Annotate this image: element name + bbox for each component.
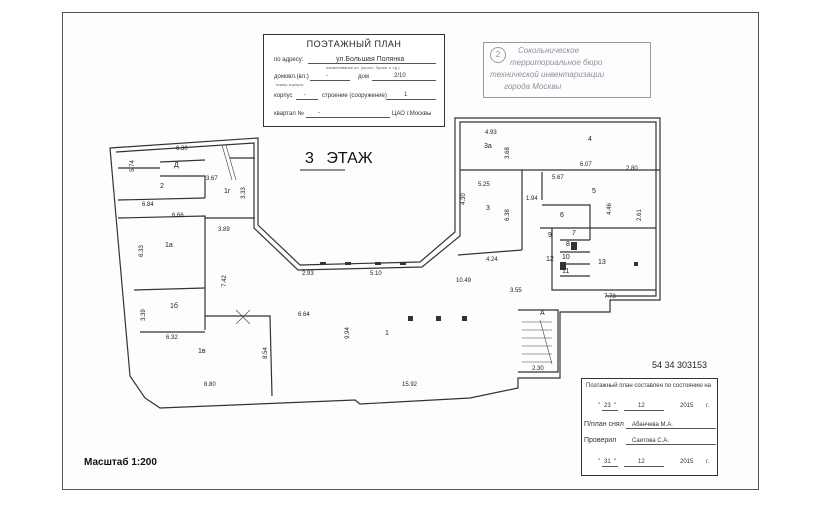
- floor-label: ЭТАЖ: [326, 150, 373, 167]
- stroenie-label: строение (сооружение): [322, 93, 387, 99]
- cert-checked-label: Проверил: [584, 437, 617, 444]
- dim-2-80: 2.80: [626, 166, 638, 172]
- room-10: 10: [562, 254, 570, 261]
- room-1a: 1а: [165, 242, 173, 249]
- address-hint: наименование ул. (просп., бульв. и т.д.): [326, 65, 400, 70]
- dim-6-30: 6.30: [176, 146, 188, 152]
- stroenie-value: 1: [404, 92, 408, 98]
- inventory-code: 54 34 303153: [652, 360, 708, 370]
- cert-date1-day: 23: [604, 403, 611, 409]
- cert-year-suffix-2: г.: [706, 459, 710, 465]
- dim-3-68: 3.68: [504, 147, 511, 159]
- dom-label: дом: [358, 74, 369, 80]
- dim-2-61: 2.61: [636, 209, 643, 221]
- dim-10-49: 10.49: [456, 278, 472, 284]
- cert-date2-year: 2015: [680, 459, 694, 465]
- dim-6-32: 6.32: [166, 335, 178, 341]
- dim-7-73: 7.73: [604, 294, 616, 300]
- cert-date1-year: 2015: [680, 403, 694, 409]
- cert-date2-month: 12: [638, 459, 645, 465]
- room-2: 2: [160, 183, 164, 190]
- korpus-label: корпус: [274, 93, 293, 99]
- dim-3-55: 3.55: [510, 288, 522, 294]
- cert-removed-name: Абанчева М.А.: [632, 422, 673, 428]
- room-7: 7: [572, 230, 576, 237]
- dim-1-94: 1.94: [526, 196, 538, 202]
- dim-15-92: 15.92: [402, 382, 418, 388]
- dim-3-33: 3.33: [240, 187, 247, 199]
- dim-8-54: 8.54: [262, 347, 269, 359]
- dim-3-67: 3.67: [206, 176, 218, 182]
- dim-6-66: 6.66: [172, 213, 184, 219]
- kvartal-label: квартал №: [274, 111, 304, 117]
- dim-6-07: 6.07: [580, 162, 592, 168]
- header-stamp: ПОЭТАЖНЫЙ ПЛАН по адресу: ул.Большая Пол…: [263, 34, 445, 127]
- dim-6-64: 6.64: [298, 312, 310, 318]
- room-5: 5: [592, 188, 596, 195]
- house-label: домовл.(вл.): [274, 74, 309, 80]
- cert-date2-day: 31: [604, 459, 611, 465]
- cert-removed-label: П/план снял: [584, 421, 624, 428]
- dim-2-30: 2.30: [532, 366, 544, 372]
- cert-checked-name: Саитова С.А.: [632, 438, 669, 444]
- dim-3-89: 3.89: [218, 227, 230, 233]
- dim-6-33: 6.33: [138, 245, 145, 257]
- dim-5-10: 5.10: [370, 271, 382, 277]
- room-9: 9: [548, 232, 552, 239]
- seal-line-4: города Москвы: [504, 82, 562, 91]
- room-1b: 1б: [170, 303, 178, 310]
- dim-7-42: 7.42: [221, 275, 228, 287]
- room-8: 8: [566, 241, 570, 248]
- room-d: Д: [174, 162, 179, 169]
- seal-line-1: Сокольническое: [518, 46, 580, 55]
- room-1v: 1в: [198, 348, 206, 355]
- dim-4-46: 4.46: [606, 203, 613, 215]
- kvartal-value: -: [318, 110, 320, 116]
- cert-title: Поэтажный план составлен по состоянию на: [586, 383, 712, 389]
- dim-5-74: 5.74: [129, 160, 136, 172]
- dim-6-38: 6.38: [504, 209, 511, 221]
- floor-number: 3: [305, 150, 314, 167]
- dim-8-80: 8.80: [204, 382, 216, 388]
- dim-5-67: 5.67: [552, 175, 564, 181]
- floor-title: 3 ЭТАЖ: [305, 150, 373, 168]
- room-3: 3: [486, 205, 490, 212]
- dim-4-93: 4.93: [485, 130, 497, 136]
- bti-seal: 2 Сокольническое территориальное бюро те…: [483, 42, 651, 98]
- room-4: 4: [588, 136, 592, 143]
- dim-3-39: 3.39: [140, 309, 147, 321]
- seal-line-3: технической инвентаризации: [490, 70, 605, 79]
- korpus-value: -: [304, 92, 306, 98]
- room-3a: 3а: [484, 143, 492, 150]
- dim-2-93: 2.93: [302, 271, 314, 277]
- address-value: ул.Большая Полянка: [336, 56, 405, 63]
- certificate-box: Поэтажный план составлен по состоянию на…: [581, 378, 718, 476]
- cert-year-suffix-1: г.: [706, 403, 710, 409]
- seal-number: 2: [490, 47, 506, 63]
- dim-4-30: 4.30: [460, 193, 467, 205]
- dim-9-94: 9.94: [344, 327, 351, 339]
- dim-6-84: 6.84: [142, 202, 154, 208]
- dim-5-25: 5.25: [478, 182, 490, 188]
- room-6: 6: [560, 212, 564, 219]
- room-1g: 1г: [224, 188, 231, 195]
- plan-title: ПОЭТАЖНЫЙ ПЛАН: [306, 39, 402, 49]
- room-13: 13: [598, 259, 606, 266]
- room-12: 12: [546, 256, 554, 263]
- seal-line-2: территориальное бюро: [510, 58, 603, 67]
- small-hint: номер корпуса: [276, 82, 304, 87]
- address-label: по адресу:: [274, 57, 304, 63]
- room-a: А: [540, 310, 545, 317]
- house-value: -: [326, 73, 328, 79]
- room-11: 11: [562, 268, 570, 275]
- dom-value: 2/10: [394, 73, 406, 79]
- room-1: 1: [385, 330, 389, 337]
- district: ЦАО г.Москвы: [392, 111, 432, 117]
- cert-date1-month: 12: [638, 403, 645, 409]
- dim-4-24: 4.24: [486, 257, 498, 263]
- scale-label: Масштаб 1:200: [84, 457, 157, 468]
